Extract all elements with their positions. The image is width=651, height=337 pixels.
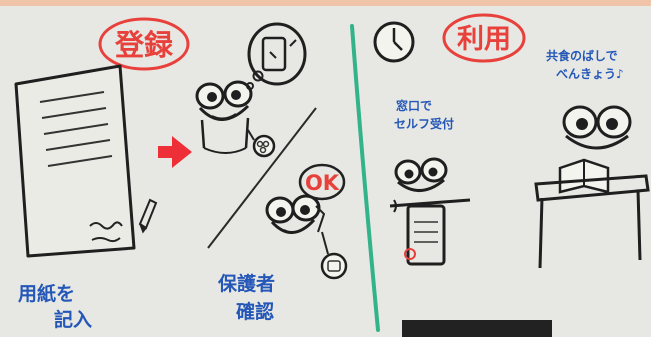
guardian-check-caption: 保護者 確認 — [217, 272, 275, 323]
reception-counter-icon — [389, 198, 471, 266]
frog-character-icon — [265, 194, 326, 234]
fill-form-caption: 用紙を 記入 — [18, 282, 92, 331]
ok-text: OK — [305, 171, 340, 195]
form-paper-icon — [14, 64, 136, 258]
fill-form-line1: 用紙を — [18, 282, 75, 305]
fill-form-line2: 記入 — [54, 308, 92, 331]
member-card-icon — [320, 231, 348, 280]
use-stamp: 利用 — [442, 13, 526, 63]
window-line2: セルフ受付 — [394, 116, 454, 131]
register-stamp: 登録 — [98, 17, 190, 71]
self-reception-caption: 窓口で セルフ受付 — [394, 98, 454, 131]
frog-character-icon — [394, 157, 448, 192]
reading-line1: 共食のばしで — [546, 48, 618, 63]
guardian-line2: 確認 — [236, 300, 274, 323]
window-line1: 窓口で — [396, 98, 432, 113]
desk-icon — [534, 174, 650, 269]
ok-bubble: OK — [298, 163, 346, 207]
pen-icon — [138, 198, 158, 234]
frog-character-icon — [562, 105, 632, 150]
open-book-icon — [558, 158, 610, 194]
top-strip — [0, 0, 651, 6]
thought-bubble-phone-icon — [246, 22, 307, 90]
register-stamp-text: 登録 — [114, 28, 174, 62]
diagonal-divider — [207, 107, 317, 249]
section-divider — [350, 24, 380, 332]
reading-line2: べんきょう♪ — [556, 67, 624, 81]
frog-character-icon — [195, 80, 253, 154]
clock-icon — [373, 21, 415, 63]
bottom-sign — [402, 320, 552, 337]
member-card-icon — [247, 129, 276, 158]
study-caption: 共食のばしで べんきょう♪ — [546, 48, 624, 81]
arrow-icon — [158, 136, 192, 168]
guardian-line1: 保護者 — [217, 272, 275, 295]
use-stamp-text: 利用 — [457, 24, 511, 55]
